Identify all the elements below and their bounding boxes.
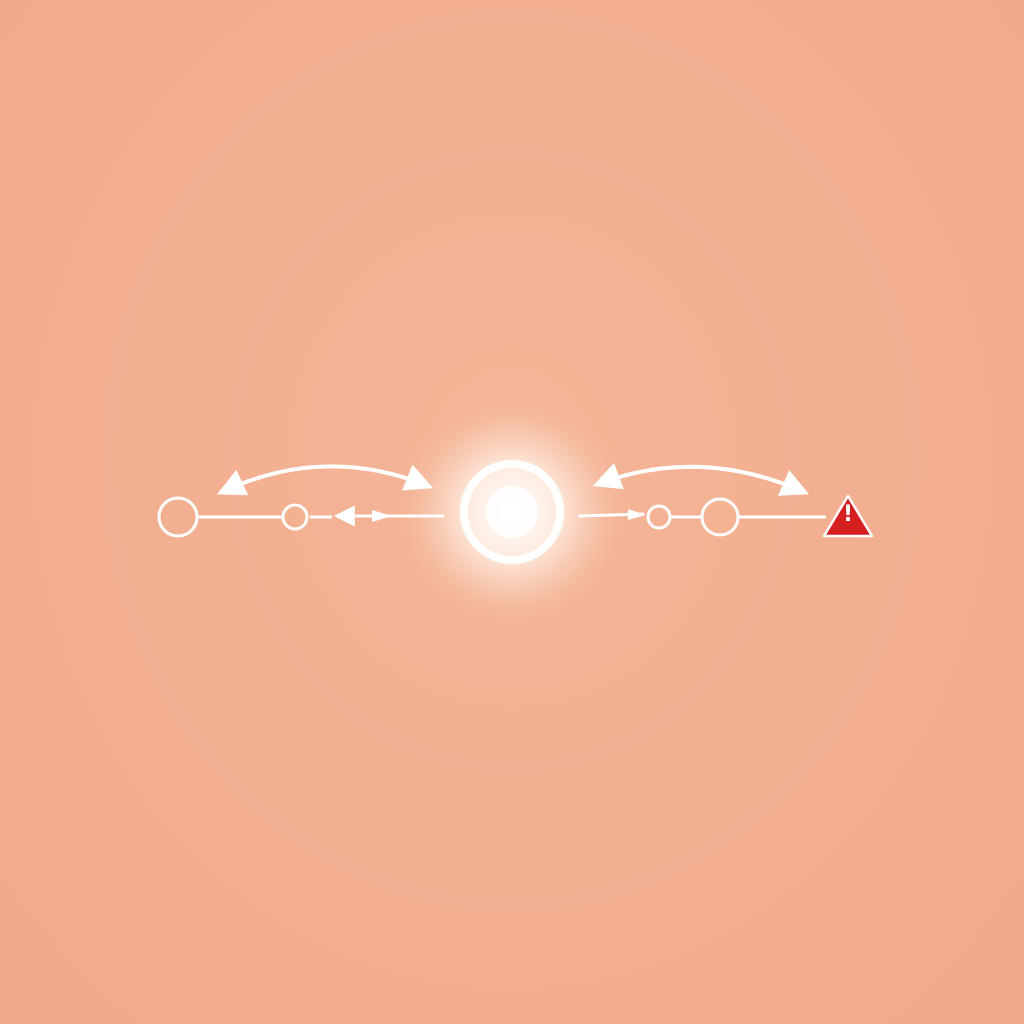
warning-glyph: ! <box>842 502 854 527</box>
central-hub-core <box>486 486 538 538</box>
right-outer-node <box>700 497 740 537</box>
left-curved-arrow <box>216 464 434 496</box>
right-curved-arrow <box>592 463 810 496</box>
warning-triangle-icon <box>822 494 874 538</box>
left-outer-node <box>157 496 199 538</box>
central-hub-node <box>460 460 564 564</box>
right-inner-node <box>646 504 672 530</box>
left-arrow-inner-head <box>372 510 392 522</box>
right-arrow-head <box>628 509 646 520</box>
left-inner-node <box>281 503 309 531</box>
